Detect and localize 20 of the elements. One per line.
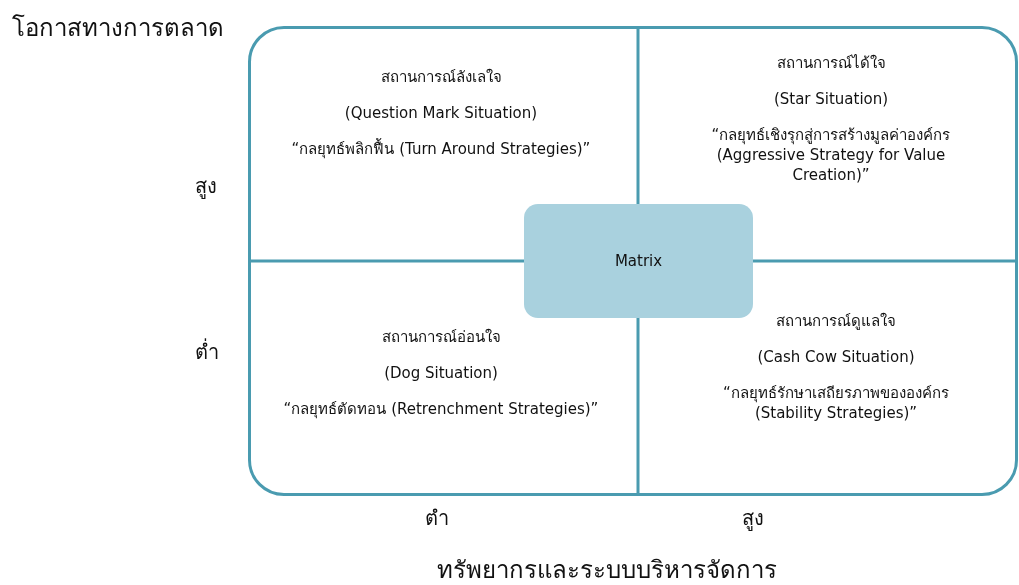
situation-subtitle: (Star Situation) bbox=[773, 89, 889, 109]
axis-title: โอกาสทางการตลาด bbox=[12, 13, 224, 44]
situation-subtitle: (Question Mark Situation) bbox=[344, 103, 538, 123]
situation-heading: สถานการณ์ดูแลใจ bbox=[776, 311, 896, 331]
axis-level-label: สูง bbox=[195, 173, 217, 201]
situation-heading: สถานการณ์อ่อนใจ bbox=[381, 327, 501, 347]
axis-title: ทรัพยากรและระบบบริหารจัดการ bbox=[437, 555, 777, 585]
matrix-frame bbox=[248, 26, 1018, 496]
strategy-text: “กลยุทธ์เชิงรุกสู่การสร้างมูลค่าองค์กร (Aggressive Strategy for Value Creation)” bbox=[710, 125, 952, 185]
center-box: Matrix bbox=[524, 204, 753, 318]
axis-level-label: ต่ำ bbox=[195, 337, 219, 366]
situation-heading: สถานการณ์ลังเลใจ bbox=[380, 67, 502, 87]
axis-level-label: ตำ bbox=[425, 505, 449, 532]
strategy-text: “กลยุทธ์รักษาเสถียรภาพขององค์กร (Stability Strategies)” bbox=[722, 383, 950, 423]
axis-level-label: สูง bbox=[742, 505, 764, 533]
strategy-text: “กลยุทธ์ตัดทอน (Retrenchment Strategies)” bbox=[283, 399, 599, 419]
situation-subtitle: (Cash Cow Situation) bbox=[757, 347, 915, 367]
strategy-text: “กลยุทธ์พลิกฟื้น (Turn Around Strategies)” bbox=[291, 139, 591, 159]
situation-heading: สถานการณ์ได้ใจ bbox=[776, 53, 886, 73]
situation-subtitle: (Dog Situation) bbox=[384, 363, 498, 383]
